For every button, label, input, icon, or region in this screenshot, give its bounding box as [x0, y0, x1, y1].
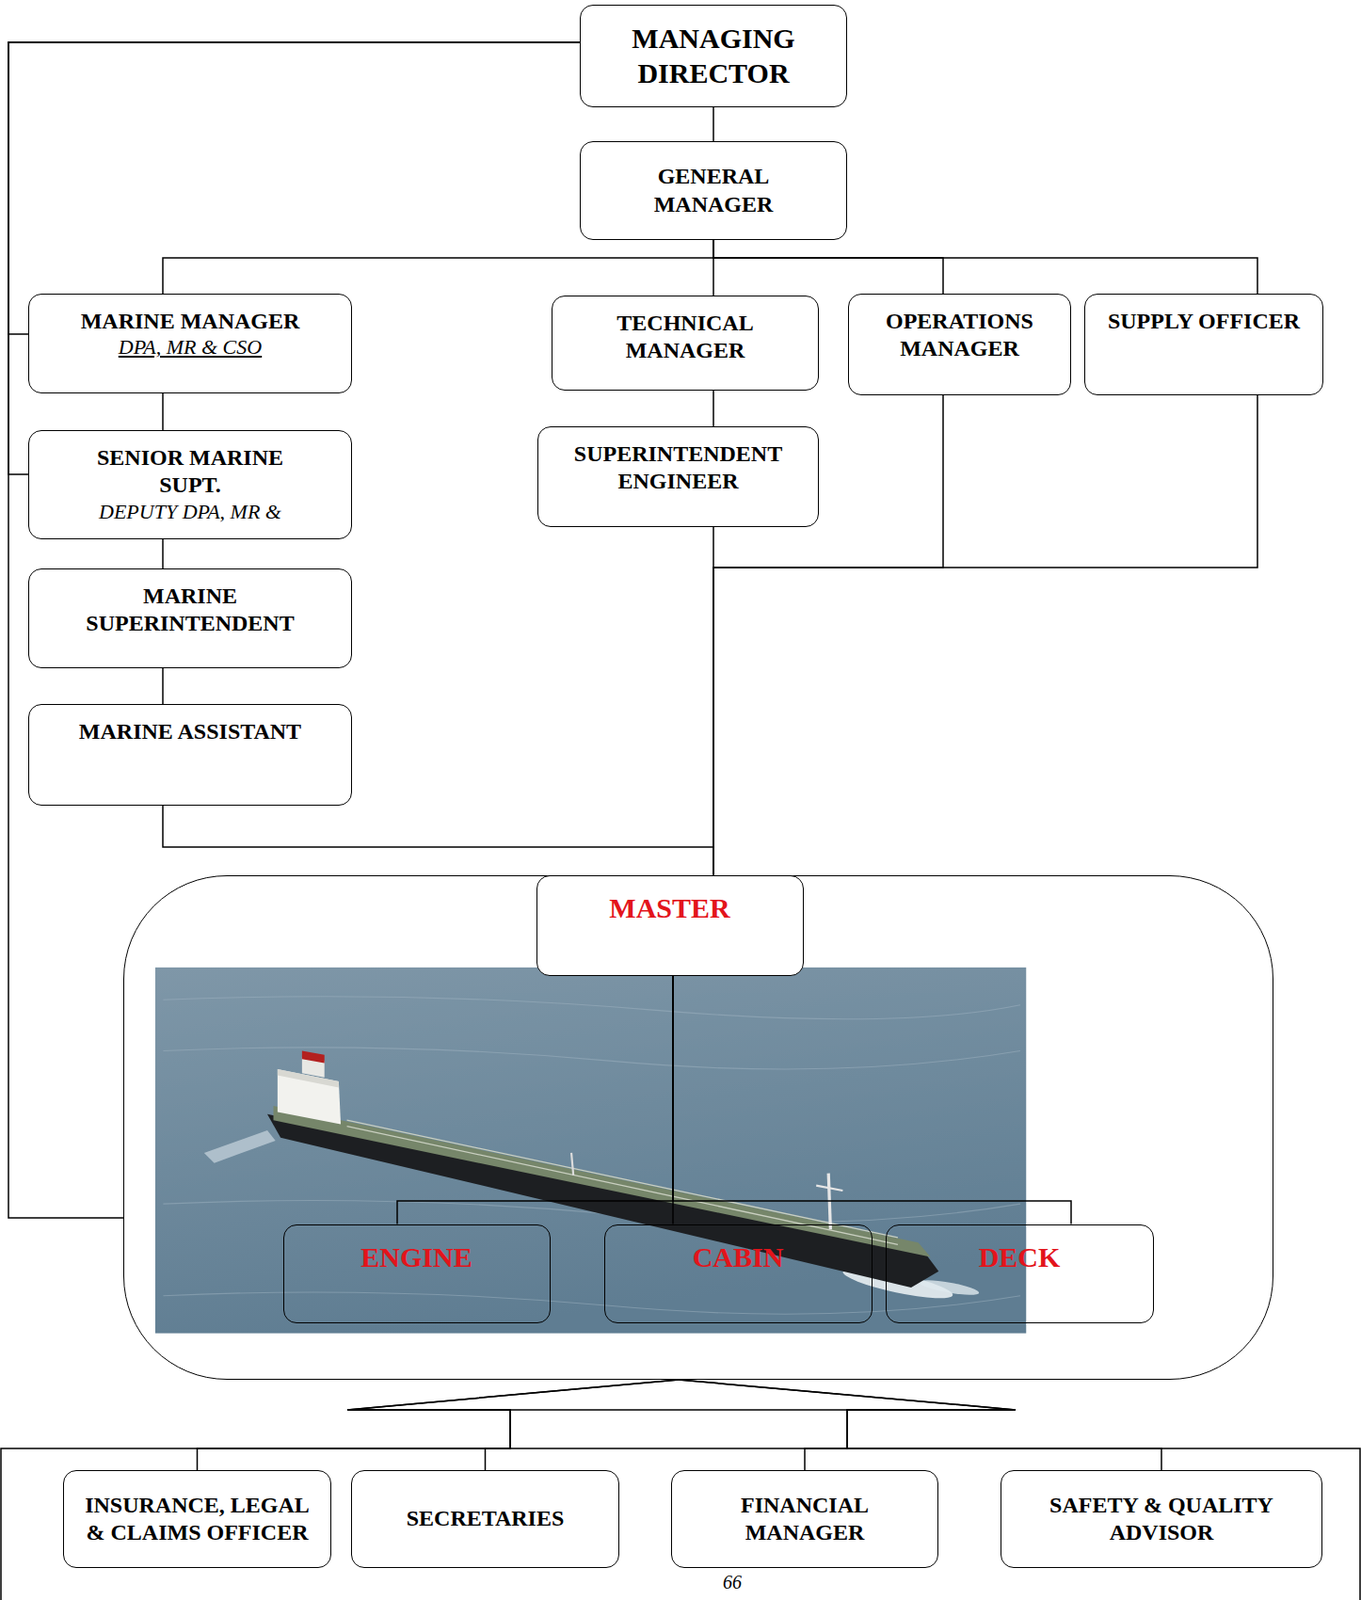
- connector-line: [161, 393, 164, 431]
- connector-line: [162, 240, 714, 294]
- connector-line: [161, 539, 164, 569]
- box-title: SUPERINTENDENT ENGINEER: [559, 440, 798, 497]
- master-box: MASTER: [536, 875, 804, 977]
- connector-line: [397, 976, 673, 1225]
- department-box: ENGINE: [283, 1224, 551, 1324]
- box-title: SECRETARIES: [406, 1505, 565, 1533]
- connector-line: [712, 390, 715, 427]
- office-box: SAFETY & QUALITY ADVISOR: [1000, 1470, 1323, 1569]
- box-title: SAFETY & QUALITY ADVISOR: [1022, 1491, 1301, 1548]
- manager-box: MARINE MANAGERDPA, MR & CSO: [28, 293, 353, 394]
- box-title: MARINE ASSISTANT: [79, 718, 302, 746]
- connector-line: [161, 668, 164, 705]
- role-note: DEPUTY DPA, MR &: [98, 499, 282, 526]
- box-title: ENGINE: [360, 1240, 472, 1276]
- superintendent-box: MARINE SUPERINTENDENT: [28, 568, 353, 669]
- label-holder: 66: [704, 1571, 761, 1593]
- connector-line: [347, 1379, 679, 1471]
- connector-line: [712, 107, 715, 142]
- ship-frame: MASTER ENGINE CABIN DECK: [123, 875, 1274, 1380]
- assistant-box: MARINE ASSISTANT: [28, 704, 353, 806]
- role-note: DPA, MR & CSO: [118, 335, 262, 361]
- box-title: MANAGING DIRECTOR: [601, 21, 826, 91]
- box-title: OPERATIONS MANAGER: [869, 307, 1050, 364]
- box-title: MASTER: [608, 891, 730, 927]
- connector-line: [8, 42, 580, 335]
- box-title: DECK: [978, 1240, 1061, 1276]
- manager-box: OPERATIONS MANAGER: [848, 293, 1072, 396]
- manager-box: GENERAL MANAGER: [579, 141, 848, 241]
- box-title: MARINE SUPERINTENDENT: [49, 582, 331, 639]
- manager-box: TECHNICAL MANAGER: [551, 295, 819, 391]
- box-title: FINANCIAL MANAGER: [692, 1491, 917, 1548]
- officer-box: SUPPLY OFFICER: [1084, 293, 1324, 396]
- connector-line: [713, 240, 1258, 294]
- box-title: SENIOR MARINE SUPT.: [81, 444, 299, 500]
- box-title: MARINE MANAGER: [80, 307, 301, 336]
- connector-line: [8, 42, 580, 475]
- connector-line: [197, 1379, 680, 1471]
- connector-line: [678, 1379, 1162, 1471]
- box-title: TECHNICAL MANAGER: [573, 309, 798, 366]
- connector-line: [8, 42, 580, 1218]
- box-title: CABIN: [692, 1240, 785, 1276]
- box-title: SUPPLY OFFICER: [1107, 307, 1300, 336]
- page-number: 66: [722, 1571, 742, 1593]
- box-title: GENERAL MANAGER: [601, 162, 826, 219]
- connector-line: [162, 805, 714, 876]
- office-box: SECRETARIES: [351, 1470, 620, 1569]
- box-title: INSURANCE, LEGAL & CLAIMS OFFICER: [84, 1491, 310, 1548]
- department-box: DECK: [885, 1224, 1154, 1324]
- connector-line: [672, 976, 1072, 1225]
- office-box: FINANCIAL MANAGER: [671, 1470, 939, 1569]
- office-box: INSURANCE, LEGAL & CLAIMS OFFICER: [63, 1470, 332, 1569]
- superintendent-box: SUPERINTENDENT ENGINEER: [537, 426, 819, 528]
- department-box: CABIN: [604, 1224, 873, 1324]
- director-box: MANAGING DIRECTOR: [579, 4, 848, 108]
- connector-line: [713, 240, 944, 294]
- superintendent-box: SENIOR MARINE SUPT.DEPUTY DPA, MR &: [28, 430, 353, 540]
